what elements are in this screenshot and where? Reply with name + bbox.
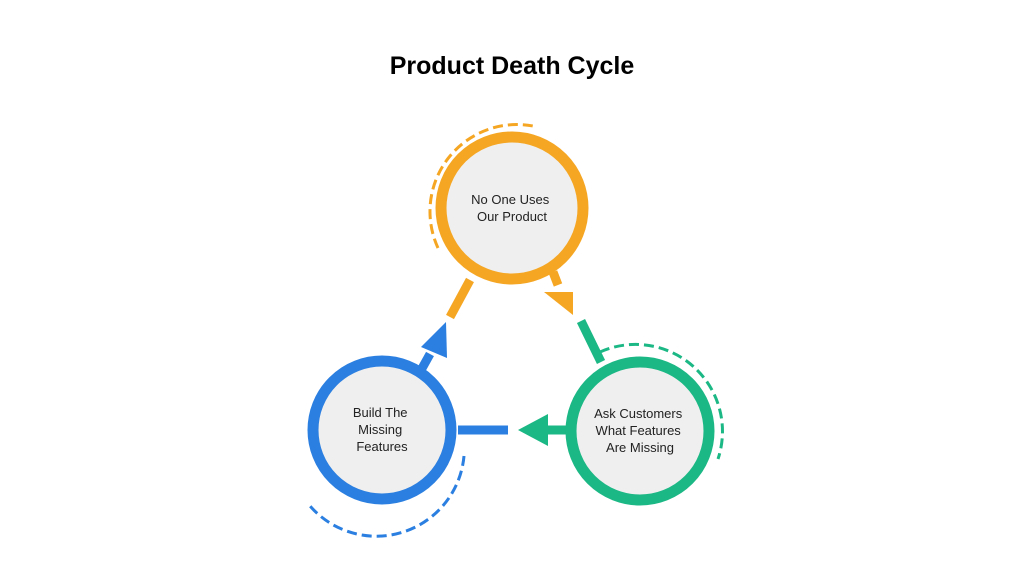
- connector-left-to-top: [416, 277, 474, 375]
- node-ring-blue: [307, 355, 457, 505]
- arrow-head-down-right-icon: [544, 292, 573, 315]
- node-label-right: Ask Customers What Features Are Missing: [594, 406, 686, 455]
- node-label-line: No One Uses: [471, 192, 550, 207]
- connector-line-orange-out: [548, 270, 563, 287]
- cycle-node-top: No One Uses Our Product: [428, 123, 589, 285]
- node-ring-green: [565, 356, 715, 506]
- node-label-line: Features: [356, 439, 408, 454]
- connector-line-orange-in: [446, 277, 474, 320]
- node-label-line: What Features: [596, 423, 682, 438]
- arrow-head-left-icon: [518, 414, 548, 446]
- node-label-top: No One Uses Our Product: [471, 192, 553, 224]
- node-label-left: Build The Missing Features: [353, 405, 411, 454]
- arrow-head-up-right-icon: [421, 322, 447, 358]
- diagram-title: Product Death Cycle: [389, 52, 635, 80]
- node-label-line: Build The: [353, 405, 408, 420]
- node-label-line: Are Missing: [606, 440, 674, 455]
- connector-top-to-right: [544, 270, 606, 364]
- connector-line-green-in: [576, 319, 606, 364]
- node-label-line: Our Product: [477, 209, 547, 224]
- connector-right-to-left: [458, 414, 568, 446]
- cycle-node-left: Build The Missing Features: [307, 355, 466, 538]
- node-label-line: Ask Customers: [594, 406, 683, 421]
- cycle-node-right: Ask Customers What Features Are Missing: [565, 342, 724, 506]
- node-ring-orange: [435, 131, 589, 285]
- dashed-arc-green: [599, 342, 724, 460]
- node-label-line: Missing: [358, 422, 402, 437]
- dashed-arc-orange: [428, 123, 534, 249]
